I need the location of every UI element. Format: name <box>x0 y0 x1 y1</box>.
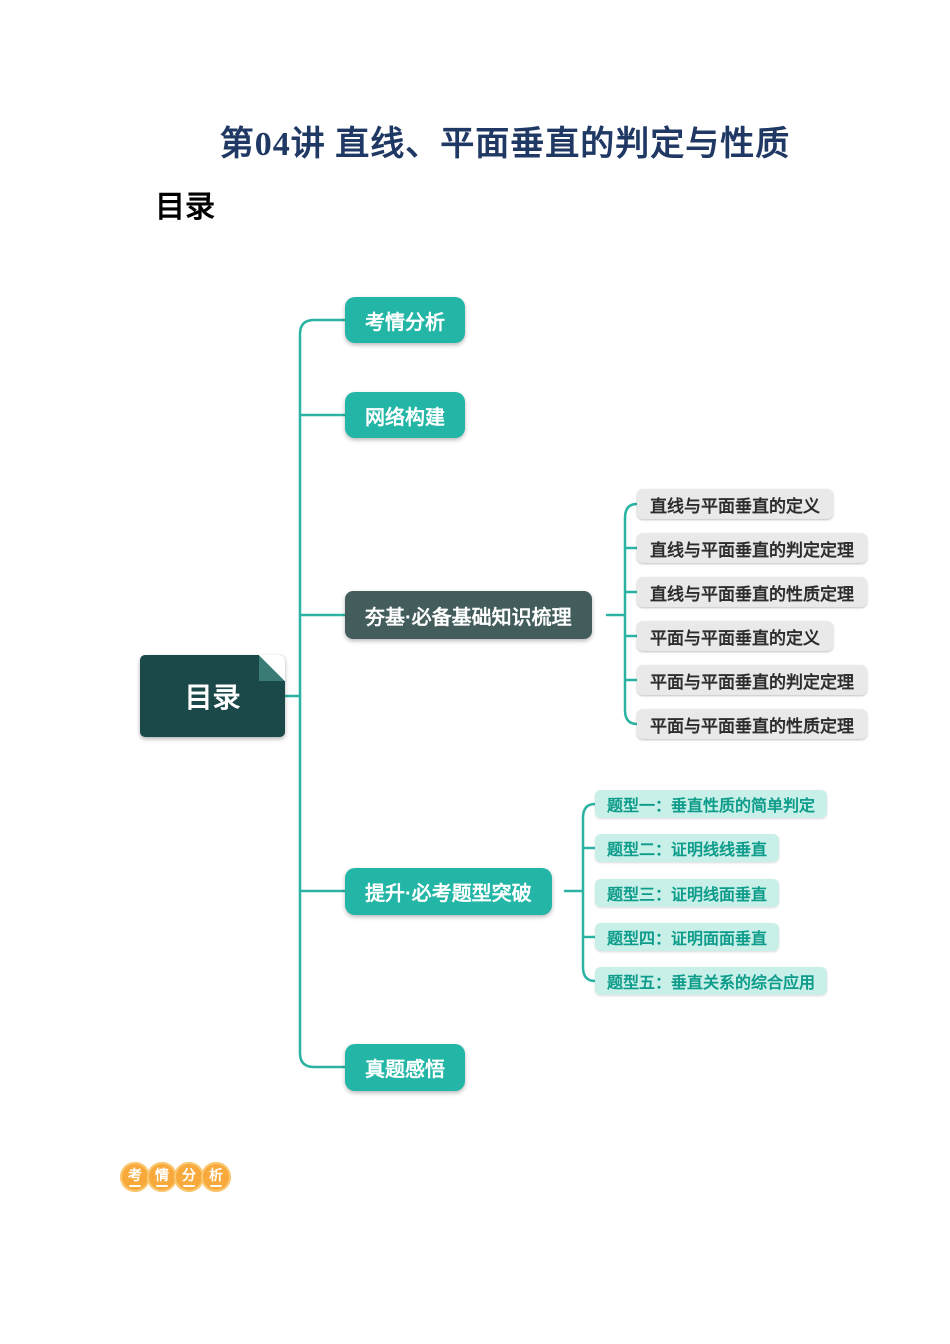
question-type-item: 题型四：证明面面垂直 <box>595 923 780 951</box>
badge-char-circle: 分 <box>174 1162 204 1192</box>
badge-char-circle: 析 <box>201 1162 231 1192</box>
mindmap-root-label: 目录 <box>184 682 241 713</box>
toc-heading: 目录 <box>155 191 215 224</box>
knowledge-item: 直线与平面垂直的定义 <box>637 489 833 519</box>
page-title: 第04讲 直线、平面垂直的判定与性质 <box>219 126 791 163</box>
knowledge-item: 直线与平面垂直的性质定理 <box>637 577 867 607</box>
badge-char-circle: 情 <box>147 1162 177 1192</box>
knowledge-item: 平面与平面垂直的判定定理 <box>637 665 867 695</box>
branch-real-exam-insight: 真题感悟 <box>345 1044 465 1091</box>
branch-question-types: 提升·必考题型突破 <box>345 868 552 915</box>
section-badge-exam-analysis: 考 情 分 析 <box>120 1162 231 1192</box>
mindmap-root-node: 目录 <box>140 655 285 737</box>
folded-corner-icon <box>259 655 285 681</box>
branch-exam-analysis: 考情分析 <box>345 297 465 343</box>
question-type-item: 题型三：证明线面垂直 <box>595 879 780 907</box>
branch-network-construction: 网络构建 <box>345 392 465 438</box>
knowledge-item: 平面与平面垂直的性质定理 <box>637 709 867 739</box>
badge-char-circle: 考 <box>120 1162 150 1192</box>
branch-foundation-knowledge: 夯基·必备基础知识梳理 <box>345 591 592 639</box>
question-type-item: 题型五：垂直关系的综合应用 <box>595 967 828 995</box>
question-type-item: 题型二：证明线线垂直 <box>595 834 780 862</box>
knowledge-item: 直线与平面垂直的判定定理 <box>637 533 867 563</box>
question-type-item: 题型一：垂直性质的简单判定 <box>595 790 828 818</box>
knowledge-item: 平面与平面垂直的定义 <box>637 621 833 651</box>
